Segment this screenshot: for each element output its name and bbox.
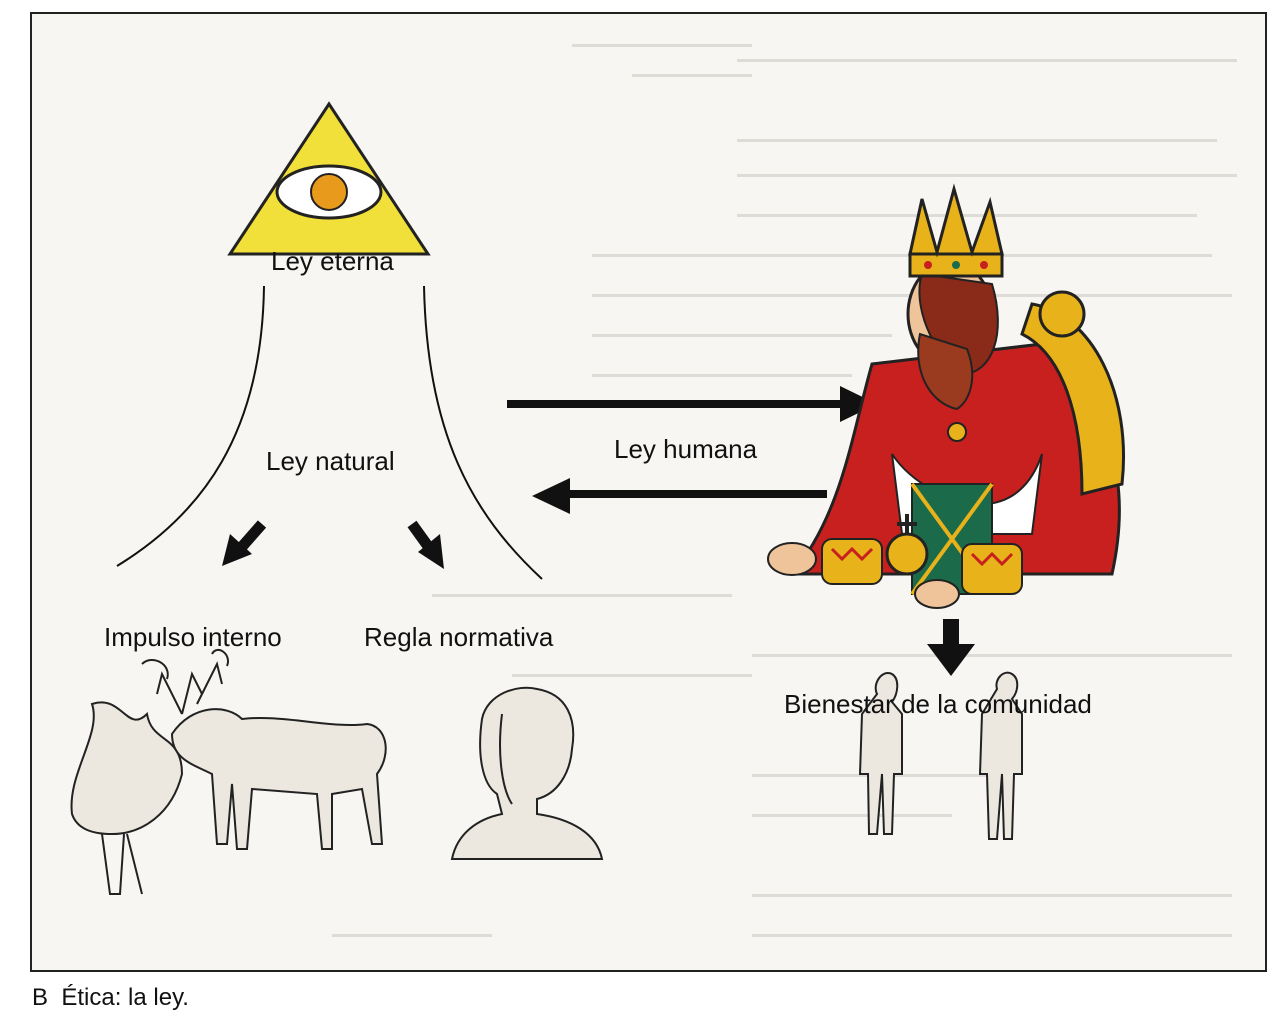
human-law-label: Ley humana bbox=[614, 434, 758, 464]
caption-text: Ética: la ley. bbox=[61, 984, 189, 1011]
eternal-law-label: Ley eterna bbox=[271, 246, 394, 276]
natural-law-left-curve bbox=[116, 285, 265, 567]
arrow-right-icon bbox=[507, 386, 877, 422]
community-people-illustration bbox=[858, 671, 1023, 840]
arrow-to-impulse-icon bbox=[222, 520, 267, 566]
caption-letter: B bbox=[32, 984, 49, 1011]
person-illustration bbox=[450, 686, 604, 860]
arrow-left-icon bbox=[532, 478, 827, 514]
diagram-art bbox=[70, 101, 1125, 895]
deer-illustration bbox=[141, 648, 387, 850]
figure-caption: B Ética: la ley. bbox=[32, 984, 189, 1012]
normative-rule-label: Regla normativa bbox=[364, 622, 554, 652]
eye-triangle-icon bbox=[227, 101, 431, 256]
community-welfare-label: Bienestar de la comunidad bbox=[784, 689, 1092, 719]
natural-law-right-curve bbox=[423, 285, 543, 580]
king-illustration bbox=[767, 183, 1125, 609]
shrub-illustration bbox=[70, 701, 184, 895]
diagram-frame: Ley eterna Ley natural Ley humana Impuls… bbox=[30, 12, 1267, 972]
arrow-down-icon bbox=[927, 619, 975, 676]
natural-law-label: Ley natural bbox=[266, 446, 395, 476]
arrow-to-rule-icon bbox=[407, 520, 444, 569]
inner-impulse-label: Impulso interno bbox=[104, 622, 282, 652]
